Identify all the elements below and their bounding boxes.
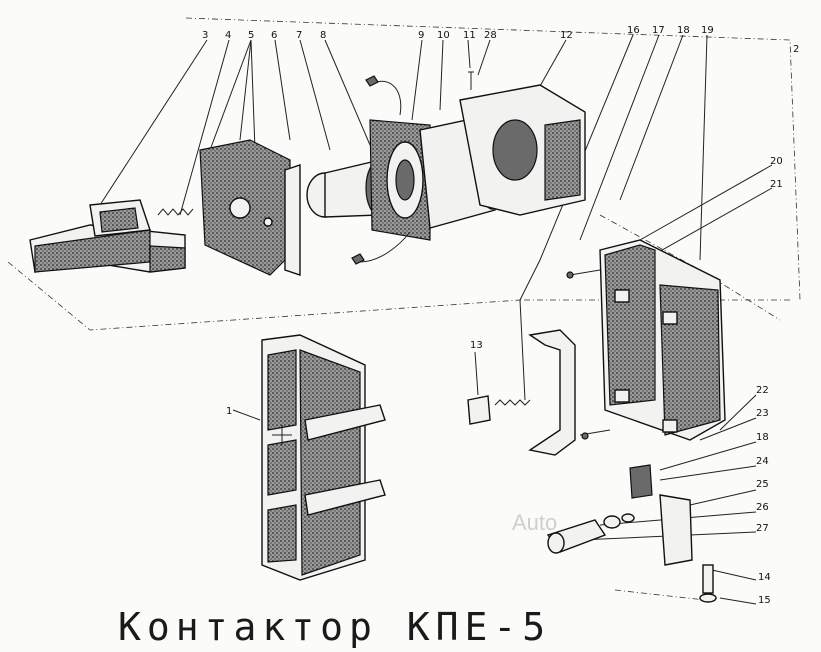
callout-10: 10 <box>437 30 450 41</box>
part-spring-bracket <box>467 395 531 425</box>
part-front-plate <box>199 139 301 276</box>
leader-lines <box>99 34 773 605</box>
watermark: Auto <box>512 510 557 535</box>
callout-21: 21 <box>770 179 783 190</box>
callout-5: 5 <box>248 30 254 41</box>
callout-18-top: 18 <box>677 25 690 36</box>
callout-19: 19 <box>701 25 714 36</box>
callout-labels: 3 4 5 6 7 8 9 10 11 28 12 16 17 18 19 2 … <box>202 25 799 606</box>
part-bottom-screw <box>699 564 717 603</box>
part-contact-bridge <box>528 329 576 456</box>
callout-13: 13 <box>470 340 483 351</box>
part-contact-block <box>566 239 726 441</box>
callout-23: 23 <box>756 408 769 419</box>
coil-leads <box>351 75 411 265</box>
part-spring-left <box>157 208 194 216</box>
callout-18-bottom: 18 <box>756 432 769 443</box>
callout-3: 3 <box>202 30 208 41</box>
diagram-title: Контактор КПЕ-5 <box>118 605 551 649</box>
part-small-screw-top <box>468 71 474 90</box>
callout-17: 17 <box>652 25 665 36</box>
part-base-block <box>29 199 186 273</box>
part-terminal-assembly <box>546 464 693 566</box>
callout-8: 8 <box>320 30 326 41</box>
callout-15: 15 <box>758 595 771 606</box>
part-coil <box>369 114 507 241</box>
callout-9: 9 <box>418 30 424 41</box>
callout-26: 26 <box>756 502 769 513</box>
callout-28: 28 <box>484 30 497 41</box>
callout-1: 1 <box>226 406 232 417</box>
callout-16: 16 <box>627 25 640 36</box>
callout-14: 14 <box>758 572 771 583</box>
part-magnet-housing <box>459 84 586 216</box>
callout-24: 24 <box>756 456 769 467</box>
callout-2: 2 <box>793 44 799 55</box>
callout-6: 6 <box>271 30 277 41</box>
callout-12: 12 <box>560 30 573 41</box>
callout-27: 27 <box>756 523 769 534</box>
callout-11: 11 <box>463 30 476 41</box>
callout-25: 25 <box>756 479 769 490</box>
callout-22: 22 <box>756 385 769 396</box>
callout-20: 20 <box>770 156 783 167</box>
part-contact-carrier <box>261 334 386 581</box>
callout-7: 7 <box>296 30 302 41</box>
callout-4: 4 <box>225 30 231 41</box>
